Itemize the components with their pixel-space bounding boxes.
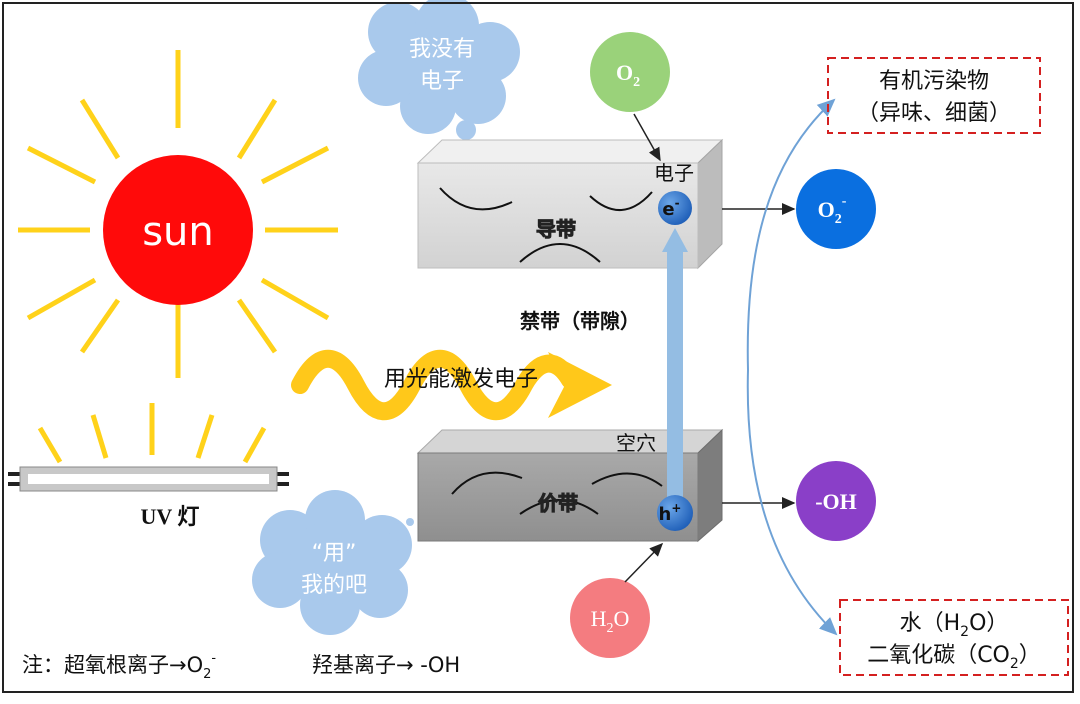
water-arrow [624,542,664,583]
cloud-top-line1: 我没有 [409,37,475,62]
band-gap-label: 禁带（带隙） [520,309,640,333]
o2-in-sub: 2 [633,75,640,90]
note-hydroxyl: 羟基离子→ -OH [312,653,460,677]
note-prefix: 注：超氧根离子→O [22,653,203,677]
svg-text:注：超氧根离子→O2-: 注：超氧根离子→O2- [22,651,216,682]
superoxide-sub: 2 [835,212,842,227]
cloud-top [358,0,520,153]
excitation-arrow-head [662,228,688,252]
svg-text:H2O: H2O [591,606,630,636]
hydroxyl-label: -OH [815,489,857,514]
product-box [839,599,1069,676]
pollutant-line1: 有机污染物 [879,69,989,94]
hydroxyl-bubble [796,461,876,541]
product-line1-sub: 2 [960,624,969,640]
superoxide-bubble [796,169,876,249]
cloud-bottom-line1: “用” [312,541,357,566]
sun [103,155,253,305]
uv-lamp [8,466,289,492]
pollutant-box [827,57,1041,134]
product-line2-pre: 二氧化碳（CO [867,643,1010,668]
svg-text:e-: e- [662,196,679,220]
sun-label: sun [142,209,214,255]
hole-label: 空穴 [616,431,656,455]
uv-lamp-rays [37,403,267,464]
note-sup: - [211,651,216,666]
o2-in-bubble [590,32,670,112]
product-line2-sub: 2 [1010,656,1019,672]
uv-lamp-label: UV 灯 [141,504,200,529]
excitation-arrow-shaft [667,248,683,500]
electron-label: 电子 [654,161,694,185]
water-p1: H [591,606,607,631]
electron-symbol: e [662,199,674,220]
excite-label: 用光能激发电子 [384,367,538,392]
superoxide-base: O [818,197,835,222]
water-p2: O [614,606,630,631]
o2-in-arrow [633,113,661,162]
svg-text:h+: h+ [659,501,682,525]
svg-text:O2: O2 [616,60,640,90]
product-line1-post: O） [969,611,1008,636]
product-line2-post: ） [1019,643,1041,668]
water-bubble [570,578,650,658]
water-sub: 2 [607,621,614,636]
electron-dot [658,191,692,225]
light-arrow-head [548,352,612,418]
oxidation-curve-down [746,369,838,636]
hole-symbol: h [659,504,672,525]
cloud-bottom [252,490,414,635]
light-wave-arrow [291,349,579,421]
conduction-band-label: 导带 [536,217,576,241]
sun-rays [18,50,338,378]
valence-band-box [416,428,724,543]
svg-text:水（H2O）: 水（H2O） [900,611,1009,640]
valence-band-label: 价带 [538,491,578,515]
superoxide-sup: - [842,194,847,209]
pollutant-line2: （异味、细菌） [857,101,1011,126]
oxidation-curve-up [746,98,836,371]
conduction-band-box [416,138,724,270]
cloud-bottom-line2: 我的吧 [301,573,367,598]
note-sub: 2 [203,667,211,682]
electron-charge: - [675,196,680,210]
product-line1-pre: 水（H [900,611,961,636]
svg-text:二氧化碳（CO2）: 二氧化碳（CO2） [867,643,1041,672]
o2-in-base: O [616,60,633,85]
svg-text:O2-: O2- [818,194,847,227]
hole-dot [657,495,693,531]
cloud-top-line2: 电子 [420,69,464,94]
hole-charge: + [671,501,681,515]
